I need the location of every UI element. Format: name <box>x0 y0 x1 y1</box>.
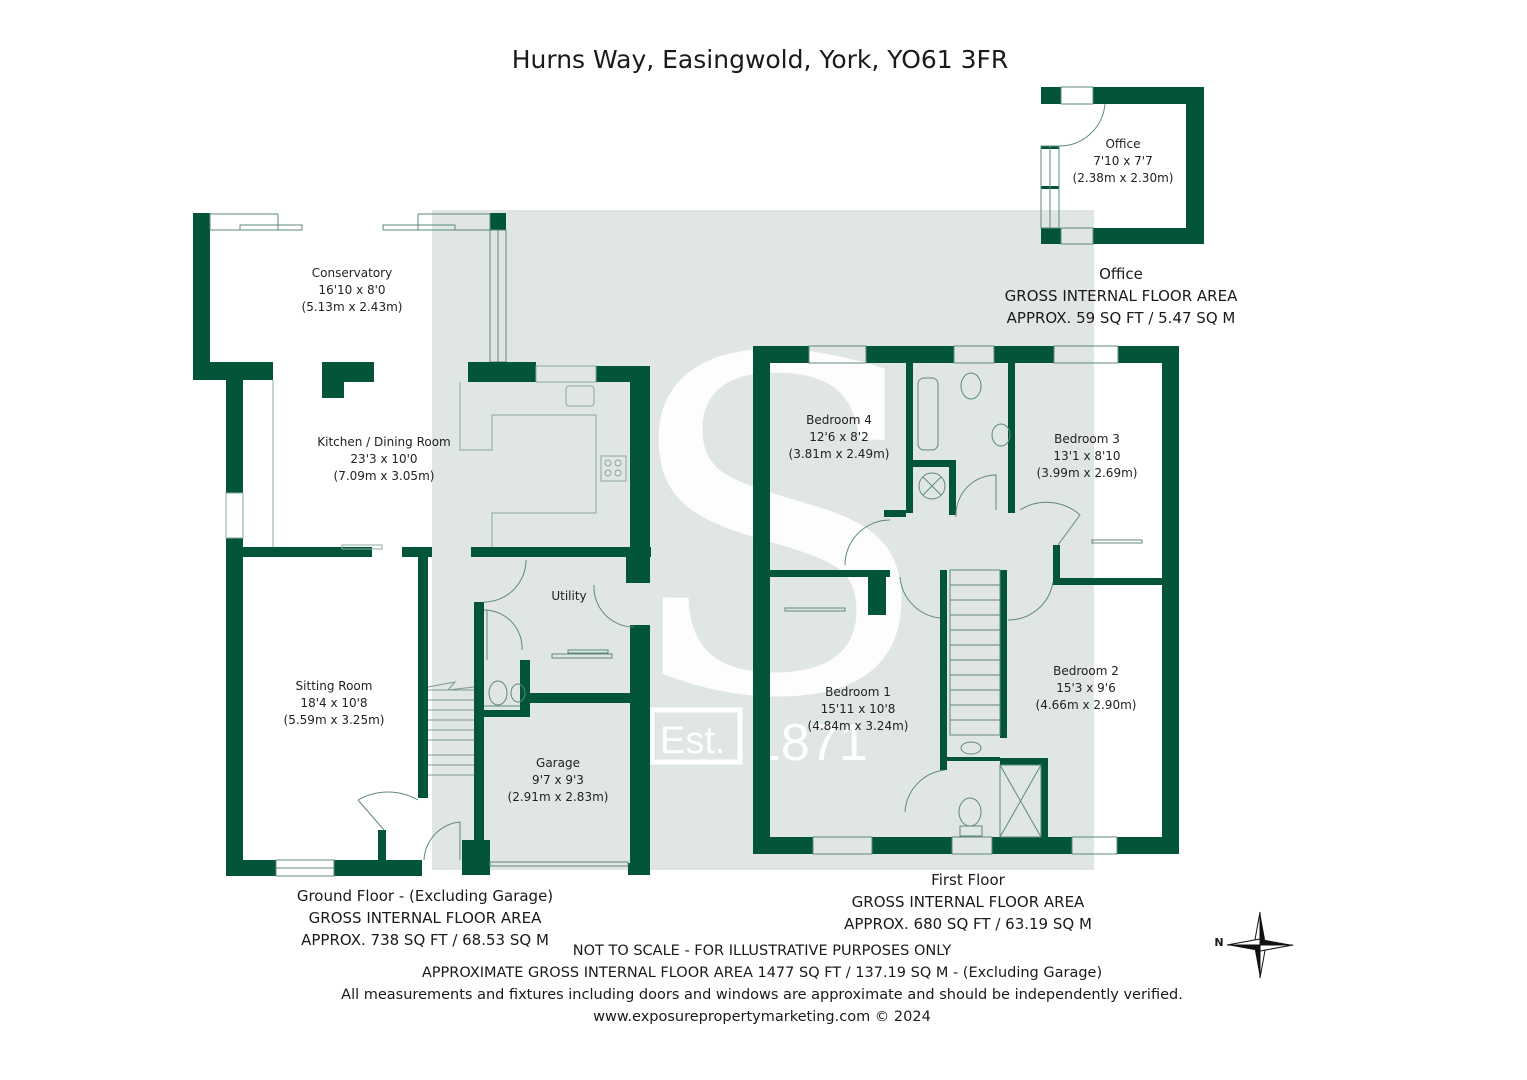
footer-notes: NOT TO SCALE - FOR ILLUSTRATIVE PURPOSES… <box>341 940 1183 1028</box>
room-name: Utility <box>551 589 587 603</box>
website-copyright[interactable]: www.exposurepropertymarketing.com © 2024 <box>593 1009 931 1025</box>
area-label: GROSS INTERNAL FLOOR AREA <box>1004 287 1238 305</box>
room-imperial: 18'4 x 10'8 <box>300 696 368 710</box>
room-label-sitting-room: Sitting Room 18'4 x 10'8 (5.59m x 3.25m) <box>284 678 385 729</box>
room-metric: (5.59m x 3.25m) <box>283 713 385 727</box>
ground-floor-area-summary: Ground Floor - (Excluding Garage) GROSS … <box>297 885 553 951</box>
room-metric: (7.09m x 3.05m) <box>333 469 435 483</box>
area-value: APPROX. 680 SQ FT / 63.19 SQ M <box>844 915 1092 933</box>
room-label-bedroom-3: Bedroom 3 13'1 x 8'10 (3.99m x 2.69m) <box>1037 431 1138 482</box>
room-label-bedroom-1: Bedroom 1 15'11 x 10'8 (4.84m x 3.24m) <box>808 684 909 735</box>
room-metric: (5.13m x 2.43m) <box>301 300 403 314</box>
room-imperial: 13'1 x 8'10 <box>1053 449 1121 463</box>
area-value: APPROX. 738 SQ FT / 68.53 SQ M <box>301 931 549 949</box>
room-name: Garage <box>536 756 580 770</box>
room-name: Conservatory <box>311 266 393 280</box>
room-metric: (2.38m x 2.30m) <box>1072 171 1174 185</box>
office-area-summary: Office GROSS INTERNAL FLOOR AREA APPROX.… <box>1005 263 1238 329</box>
room-metric: (4.84m x 3.24m) <box>807 719 909 733</box>
area-label: GROSS INTERNAL FLOOR AREA <box>308 909 542 927</box>
page-title: Hurns Way, Easingwold, York, YO61 3FR <box>511 45 1009 74</box>
room-imperial: 7'10 x 7'7 <box>1093 154 1153 168</box>
room-imperial: 15'11 x 10'8 <box>820 702 896 716</box>
room-imperial: 15'3 x 9'6 <box>1056 681 1116 695</box>
svg-text:1871: 1871 <box>752 714 868 772</box>
total-area: APPROXIMATE GROSS INTERNAL FLOOR AREA 14… <box>421 965 1103 981</box>
room-name: Bedroom 2 <box>1053 664 1119 678</box>
compass-north-label: N <box>1214 936 1224 949</box>
area-heading: Ground Floor - (Excluding Garage) <box>296 887 554 905</box>
area-value: APPROX. 59 SQ FT / 5.47 SQ M <box>1006 309 1236 327</box>
area-label: GROSS INTERNAL FLOOR AREA <box>851 893 1085 911</box>
room-imperial: 12'6 x 8'2 <box>809 430 869 444</box>
room-label-bedroom-2: Bedroom 2 15'3 x 9'6 (4.66m x 2.90m) <box>1036 663 1137 714</box>
room-label-garage: Garage 9'7 x 9'3 (2.91m x 2.83m) <box>508 755 609 806</box>
room-label-bedroom-4: Bedroom 4 12'6 x 8'2 (3.81m x 2.49m) <box>789 412 890 463</box>
room-name: Bedroom 4 <box>806 413 872 427</box>
room-label-utility: Utility <box>551 588 586 605</box>
room-name: Sitting Room <box>295 679 373 693</box>
room-name: Kitchen / Dining Room <box>317 435 451 449</box>
room-imperial: 23'3 x 10'0 <box>350 452 418 466</box>
svg-text:Est.: Est. <box>660 720 725 762</box>
room-metric: (4.66m x 2.90m) <box>1035 698 1137 712</box>
disclaimer-measurements: All measurements and fixtures including … <box>341 987 1183 1003</box>
room-label-conservatory: Conservatory 16'10 x 8'0 (5.13m x 2.43m) <box>302 265 403 316</box>
room-name: Office <box>1105 137 1141 151</box>
room-imperial: 16'10 x 8'0 <box>318 283 386 297</box>
room-label-office: Office 7'10 x 7'7 (2.38m x 2.30m) <box>1073 136 1174 187</box>
disclaimer-scale: NOT TO SCALE - FOR ILLUSTRATIVE PURPOSES… <box>572 943 952 959</box>
office-plan <box>1040 86 1204 245</box>
room-metric: (3.81m x 2.49m) <box>788 447 890 461</box>
room-name: Bedroom 1 <box>825 685 891 699</box>
room-imperial: 9'7 x 9'3 <box>532 773 584 787</box>
room-name: Bedroom 3 <box>1054 432 1120 446</box>
compass-rose-icon <box>1226 911 1294 979</box>
room-metric: (3.99m x 2.69m) <box>1036 466 1138 480</box>
room-metric: (2.91m x 2.83m) <box>507 790 609 804</box>
area-heading: Office <box>1099 265 1143 283</box>
area-heading: First Floor <box>931 871 1005 889</box>
room-label-kitchen: Kitchen / Dining Room 23'3 x 10'0 (7.09m… <box>317 434 451 485</box>
ground-floor-plan <box>193 213 651 877</box>
first-floor-area-summary: First Floor GROSS INTERNAL FLOOR AREA AP… <box>844 869 1092 935</box>
first-floor-plan <box>753 345 1179 855</box>
